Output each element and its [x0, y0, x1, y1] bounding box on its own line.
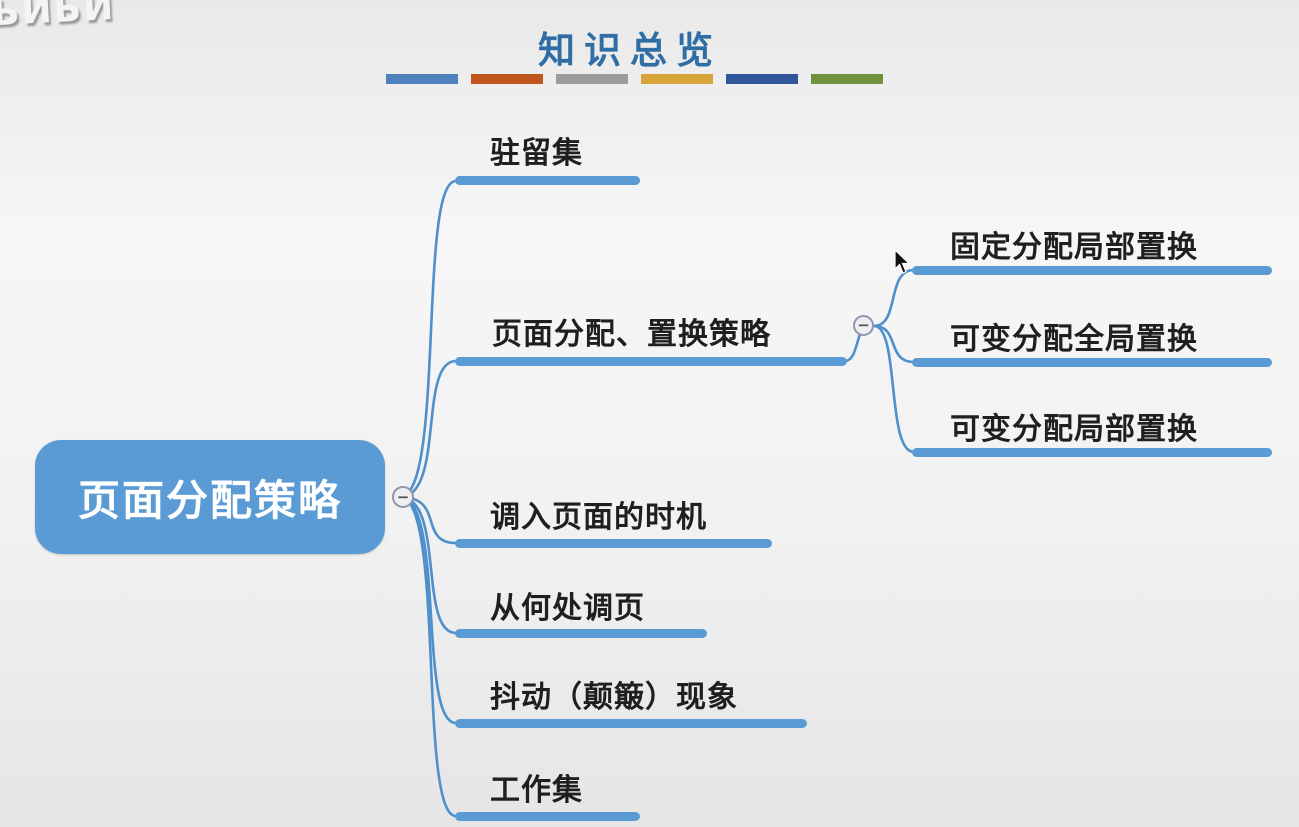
topic-variable-global-underline — [912, 358, 1272, 367]
topic-variable-local-underline — [912, 448, 1272, 457]
topic-page-source[interactable]: 从何处调页 — [490, 591, 645, 626]
topic-page-in-timing[interactable]: 调入页面的时机 — [490, 500, 707, 535]
root-collapse-button[interactable]: − — [392, 486, 414, 508]
topic-resident-set[interactable]: 驻留集 — [490, 136, 583, 171]
branch-collapse-button[interactable]: − — [853, 315, 874, 336]
divider-bar — [471, 74, 543, 84]
topic-variable-global[interactable]: 可变分配全局置换 — [950, 322, 1198, 357]
page-title: 知识总览 — [538, 28, 722, 72]
topic-resident-set-underline — [455, 176, 640, 185]
topic-working-set-underline — [455, 812, 640, 821]
topic-fixed-local-underline — [912, 266, 1272, 275]
topic-fixed-local[interactable]: 固定分配局部置换 — [950, 230, 1198, 265]
divider-bar — [641, 74, 713, 84]
topic-working-set[interactable]: 工作集 — [490, 773, 583, 808]
topic-variable-local[interactable]: 可变分配局部置换 — [950, 412, 1198, 447]
mouse-cursor — [894, 250, 911, 274]
root-topic-label: 页面分配策略 — [77, 475, 342, 525]
root-topic[interactable]: 页面分配策略 — [35, 440, 385, 554]
topic-page-in-timing-underline — [455, 539, 772, 548]
topic-page-source-underline — [455, 629, 707, 638]
divider-bar — [386, 74, 458, 84]
topic-thrashing[interactable]: 抖动（颠簸）现象 — [490, 680, 738, 715]
divider-bar — [726, 74, 798, 84]
title-divider — [386, 74, 891, 84]
topic-allocation-replacement[interactable]: 页面分配、置换策略 — [492, 317, 771, 352]
divider-bar — [556, 74, 628, 84]
topic-thrashing-underline — [455, 719, 807, 728]
divider-bar — [811, 74, 883, 84]
topic-allocation-replacement-underline — [455, 357, 847, 366]
